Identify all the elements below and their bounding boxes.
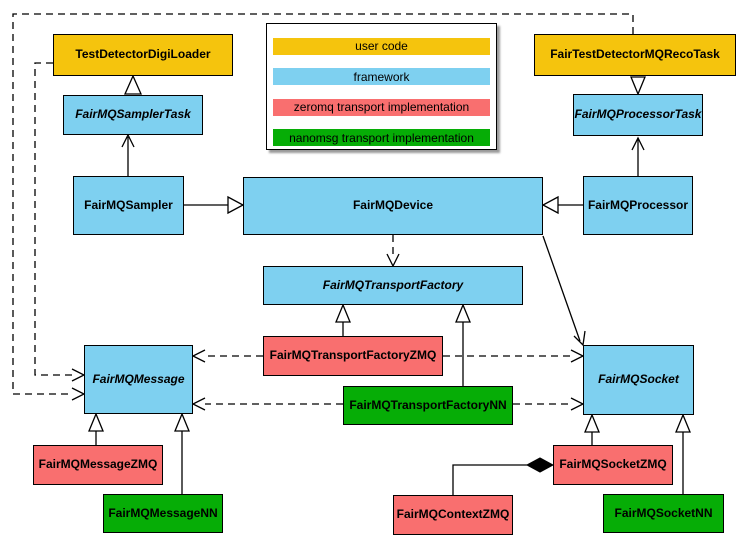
legend-item-framework: framework	[273, 68, 490, 85]
arrowhead-zmq-into-socket	[570, 349, 585, 363]
arrowhead-into-message-left-lower	[71, 387, 86, 401]
inheritance-triangles	[88, 74, 691, 433]
dashed-dependency-edges	[12, 13, 634, 405]
arrowhead-into-processortask	[631, 136, 645, 151]
triangle-into-message-left	[88, 412, 104, 432]
node-fairtestdetectormqrecotask: FairTestDetectorMQRecoTask	[534, 34, 736, 76]
node-fairmqsampler: FairMQSampler	[73, 176, 184, 235]
legend-item-user-code: user code	[273, 37, 490, 55]
node-fairmqmessage: FairMQMessage	[84, 345, 193, 414]
triangle-into-socket-right	[675, 413, 691, 433]
triangle-into-device-left	[227, 195, 245, 215]
node-fairmqmessagezmq: FairMQMessageZMQ	[33, 445, 163, 485]
arrowhead-zmq-into-message	[191, 349, 206, 363]
triangle-into-message-right	[174, 412, 190, 432]
legend-box: user code framework zeromq transport imp…	[266, 23, 497, 150]
triangle-into-digiloader	[123, 74, 143, 95]
node-fairmqtransportfactorynn: FairMQTransportFactoryNN	[343, 386, 513, 425]
arrowhead-into-transportfactory	[386, 253, 400, 268]
node-fairmqtransportfactory: FairMQTransportFactory	[263, 266, 523, 305]
triangle-into-factory-left	[335, 303, 351, 323]
arrowhead-into-samplertask	[121, 133, 135, 148]
composition-diamond	[525, 457, 555, 473]
node-testdetectordigiloader: TestDetectorDigiLoader	[53, 34, 233, 76]
arrowhead-into-message-left-upper	[71, 368, 86, 382]
node-fairmqtransportfactoryzmq: FairMQTransportFactoryZMQ	[263, 336, 443, 376]
solid-edges	[95, 137, 684, 495]
edge-digiloader-to-message	[34, 62, 72, 376]
arrowhead-nn-into-message	[191, 397, 206, 411]
node-fairmqsocketnn: FairMQSocketNN	[603, 494, 724, 533]
triangle-into-processortask	[630, 76, 646, 96]
legend-item-nanomsg: nanomsg transport implementation	[273, 129, 490, 146]
triangle-into-device-right	[541, 195, 559, 215]
node-fairmqsamplertask: FairMQSamplerTask	[63, 95, 203, 135]
triangle-into-socket-left	[584, 413, 600, 433]
arrowhead-nn-into-socket	[570, 397, 585, 411]
node-fairmqsocketzmq: FairMQSocketZMQ	[553, 445, 673, 485]
node-fairmqcontextzmq: FairMQContextZMQ	[393, 495, 513, 535]
triangle-into-factory-right	[455, 303, 471, 323]
node-fairmqsocket: FairMQSocket	[583, 345, 694, 415]
node-fairmqprocessor: FairMQProcessor	[583, 176, 693, 235]
legend-item-zeromq: zeromq transport implementation	[273, 98, 490, 116]
node-fairmqdevice: FairMQDevice	[243, 177, 543, 235]
edge-contextzmq-to-socketzmq	[452, 464, 527, 495]
edge-device-to-socket	[542, 235, 581, 342]
node-fairmqmessagenn: FairMQMessageNN	[103, 494, 223, 533]
edge-recotask-to-message	[12, 13, 634, 395]
node-fairmqprocessortask: FairMQProcessorTask	[573, 94, 703, 136]
